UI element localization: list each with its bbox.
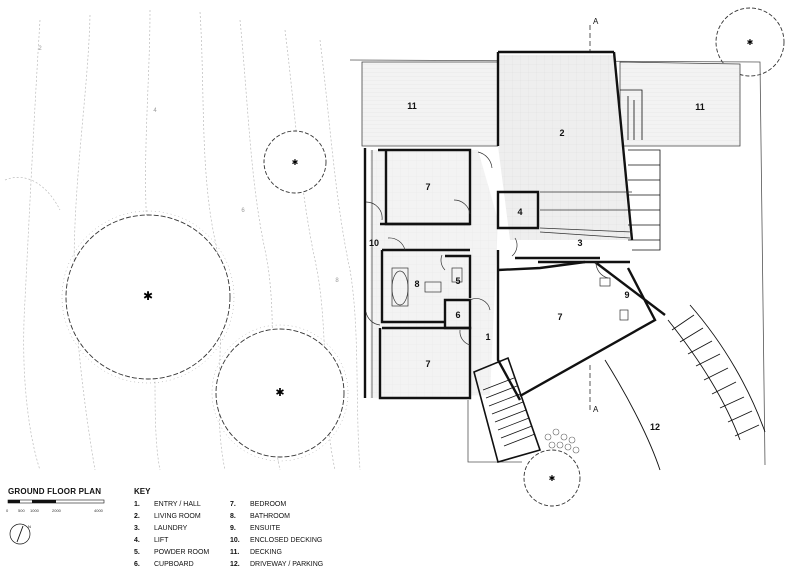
key-number: 4. xyxy=(134,537,140,544)
key-number: 11. xyxy=(230,549,240,556)
entry-stairs xyxy=(473,356,542,463)
scale-labels: 0 500 1000 2000 4000 xyxy=(6,508,106,516)
scale-label: 0 xyxy=(6,508,9,513)
key-label: ENCLOSED DECKING xyxy=(250,537,323,544)
section-label-top: A xyxy=(593,17,599,26)
contour-labels: 2 4 6 8 xyxy=(38,46,339,284)
key-label: BATHROOM xyxy=(250,513,290,520)
tree-trunk-icon: ✱ xyxy=(275,387,284,399)
plan-title: GROUND FLOOR PLAN xyxy=(8,487,102,496)
deck-stairs xyxy=(620,89,661,251)
tree-trunk-icon: ✱ xyxy=(292,158,299,167)
key-number: 12. xyxy=(230,561,240,568)
room-labels: 11 11 2 7 4 3 10 8 5 6 7 9 1 7 12 xyxy=(369,101,705,432)
tree-large-left: ✱ xyxy=(61,210,235,384)
site-boundary xyxy=(349,59,766,466)
room-label-decking-west: 11 xyxy=(407,101,417,111)
key-number: 6. xyxy=(134,561,140,568)
room-label-powder: 5 xyxy=(455,276,460,286)
section-line-a: A A xyxy=(589,17,599,414)
key-label: DECKING xyxy=(250,549,282,556)
key-number: 5. xyxy=(134,549,140,556)
interior-details xyxy=(365,150,633,398)
key-item: 1. ENTRY / HALL xyxy=(134,500,201,509)
decking-areas xyxy=(361,55,741,398)
room-label-bedroom-3: 7 xyxy=(425,359,430,369)
tree-large-bottom: ✱ xyxy=(211,324,349,462)
pebble-path xyxy=(544,428,580,454)
tree-entry: ✱ xyxy=(523,449,581,507)
key-number: 9. xyxy=(230,525,236,532)
key-number: 3. xyxy=(134,525,140,532)
contour-label: 8 xyxy=(335,278,339,284)
key-title: KEY xyxy=(134,487,151,496)
room-label-laundry: 3 xyxy=(577,238,582,248)
key-number: 8. xyxy=(230,513,236,520)
key-label: POWDER ROOM xyxy=(154,549,210,556)
key-item: 9. ENSUITE xyxy=(230,524,280,533)
scale-bar xyxy=(7,499,105,504)
room-label-decking-east: 11 xyxy=(695,102,705,112)
north-arrow-icon: N xyxy=(9,523,31,545)
key-number: 2. xyxy=(134,513,140,520)
key-label: LAUNDRY xyxy=(154,525,188,532)
room-label-lift: 4 xyxy=(517,207,522,217)
contour-label: 2 xyxy=(38,46,42,52)
room-label-bathroom: 8 xyxy=(414,279,419,289)
key-number: 7. xyxy=(230,501,236,508)
key-label: DRIVEWAY / PARKING xyxy=(250,561,324,568)
tree-top-right: ✱ xyxy=(715,7,785,77)
key-item: 12. DRIVEWAY / PARKING xyxy=(230,560,323,569)
key-label: ENSUITE xyxy=(250,525,281,532)
contour-label: 6 xyxy=(241,208,245,214)
room-label-living: 2 xyxy=(559,128,564,138)
scale-label: 500 xyxy=(18,508,25,513)
north-label: N xyxy=(28,524,31,529)
room-label-ensuite: 9 xyxy=(624,290,629,300)
room-label-bedroom-2: 7 xyxy=(557,312,562,322)
house-walls xyxy=(363,50,666,401)
tree-trunk-icon: ✱ xyxy=(549,474,556,483)
key-item: 2. LIVING ROOM xyxy=(134,512,201,521)
contour-label: 4 xyxy=(153,108,157,114)
key-item: 10. ENCLOSED DECKING xyxy=(230,536,322,545)
key-label: CUPBOARD xyxy=(154,561,194,568)
room-label-entry: 1 xyxy=(485,332,490,342)
curved-path xyxy=(604,304,766,471)
room-label-bedroom-1: 7 xyxy=(425,182,430,192)
key-item: 5. POWDER ROOM xyxy=(134,548,209,557)
scale-label: 2000 xyxy=(52,508,61,513)
section-label-bottom: A xyxy=(593,405,599,414)
tree-trunk-icon: ✱ xyxy=(747,38,754,47)
scale-label: 4000 xyxy=(94,508,103,513)
room-label-cupboard: 6 xyxy=(455,310,460,320)
tree-small-middle: ✱ xyxy=(263,130,327,194)
key-item: 7. BEDROOM xyxy=(230,500,286,509)
key-item: 6. CUPBOARD xyxy=(134,560,194,569)
key-label: LIVING ROOM xyxy=(154,513,201,520)
room-label-enclosed-decking: 10 xyxy=(369,238,379,248)
key-number: 10. xyxy=(230,537,240,544)
room-label-driveway: 12 xyxy=(650,422,660,432)
key-label: ENTRY / HALL xyxy=(154,501,201,508)
key-label: BEDROOM xyxy=(250,501,287,508)
key-list: 1. ENTRY / HALL 2. LIVING ROOM 3. LAUNDRY 4… xyxy=(134,500,374,572)
tree-trunk-icon: ✱ xyxy=(143,289,153,303)
key-item: 4. LIFT xyxy=(134,536,168,545)
key-label: LIFT xyxy=(154,537,169,544)
key-item: 3. LAUNDRY xyxy=(134,524,187,533)
key-item: 11. DECKING xyxy=(230,548,282,557)
key-number: 1. xyxy=(134,501,140,508)
key-item: 8. BATHROOM xyxy=(230,512,290,521)
scale-label: 1000 xyxy=(30,508,39,513)
